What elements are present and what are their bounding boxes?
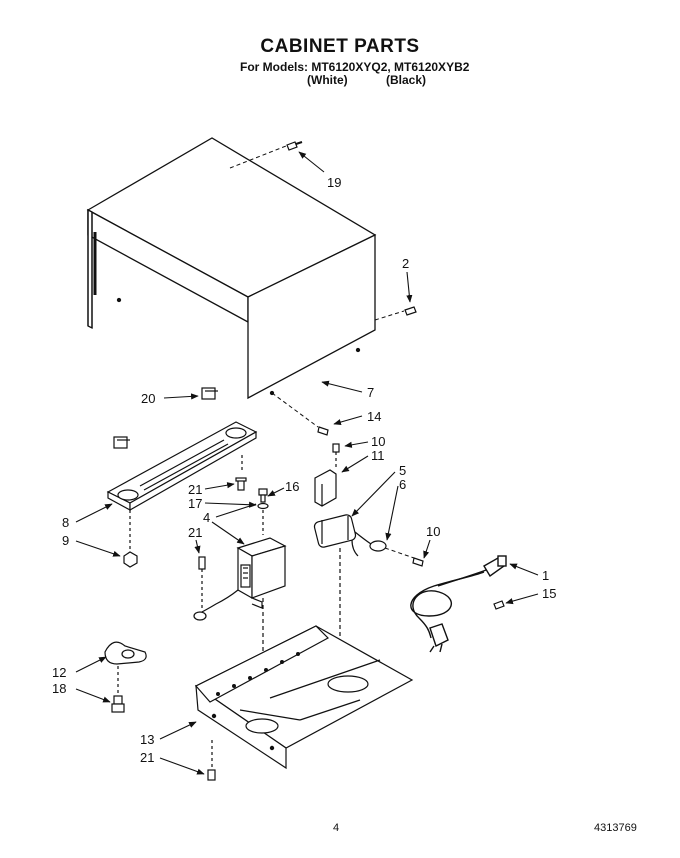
callout-16: 16 — [285, 479, 299, 494]
screw-21-middle — [198, 556, 206, 610]
callout-4: 4 — [203, 510, 210, 525]
callout-10-lower: 10 — [426, 524, 440, 539]
power-cord-1 — [410, 555, 507, 653]
callout-21-upper: 21 — [188, 482, 202, 497]
document-number: 4313769 — [594, 822, 637, 834]
ground-screw-16 — [257, 488, 269, 535]
callout-8: 8 — [62, 515, 69, 530]
screw-21-lower — [207, 769, 216, 781]
callout-7: 7 — [367, 385, 374, 400]
callout-19: 19 — [327, 175, 341, 190]
screw-15 — [493, 600, 505, 610]
transformer-4 — [193, 537, 287, 725]
callout-6: 6 — [399, 477, 406, 492]
callout-14: 14 — [367, 409, 381, 424]
models-line: For Models: MT6120XYQ2, MT6120XYB2 — [240, 60, 470, 74]
base-plate-13 — [194, 625, 414, 770]
callout-21-middle: 21 — [188, 525, 202, 540]
callout-2: 2 — [402, 256, 409, 271]
callout-15: 15 — [542, 586, 556, 601]
diode-6 — [351, 531, 387, 557]
callout-17: 17 — [188, 496, 202, 511]
variant-white-label: (White) — [307, 73, 348, 87]
screw-21-upper — [235, 477, 247, 491]
callout-18: 18 — [52, 681, 66, 696]
cabinet-feet-20 — [113, 387, 218, 449]
screw-14 — [271, 392, 329, 436]
screw-2 — [374, 306, 417, 321]
thermal-cutout-12 — [104, 641, 147, 694]
leader-arrows — [75, 151, 539, 775]
support-rail-8 — [106, 421, 258, 512]
capacitor-bracket-11 — [314, 443, 340, 507]
cabinet-wrapper — [86, 137, 377, 400]
callout-12: 12 — [52, 665, 66, 680]
screw-10-lower — [384, 547, 424, 567]
callout-10-upper: 10 — [371, 434, 385, 449]
callout-9: 9 — [62, 533, 69, 548]
callout-1: 1 — [542, 568, 549, 583]
callout-21-lower: 21 — [140, 750, 154, 765]
callout-13: 13 — [140, 732, 154, 747]
screw-18 — [111, 695, 125, 713]
page-title: CABINET PARTS — [260, 36, 420, 57]
page-number: 4 — [333, 822, 340, 834]
nut-9 — [123, 510, 138, 568]
screw-19 — [229, 141, 303, 169]
callout-11: 11 — [371, 448, 385, 463]
callout-5: 5 — [399, 463, 406, 478]
variant-black-label: (Black) — [386, 73, 427, 87]
callout-20: 20 — [141, 391, 155, 406]
